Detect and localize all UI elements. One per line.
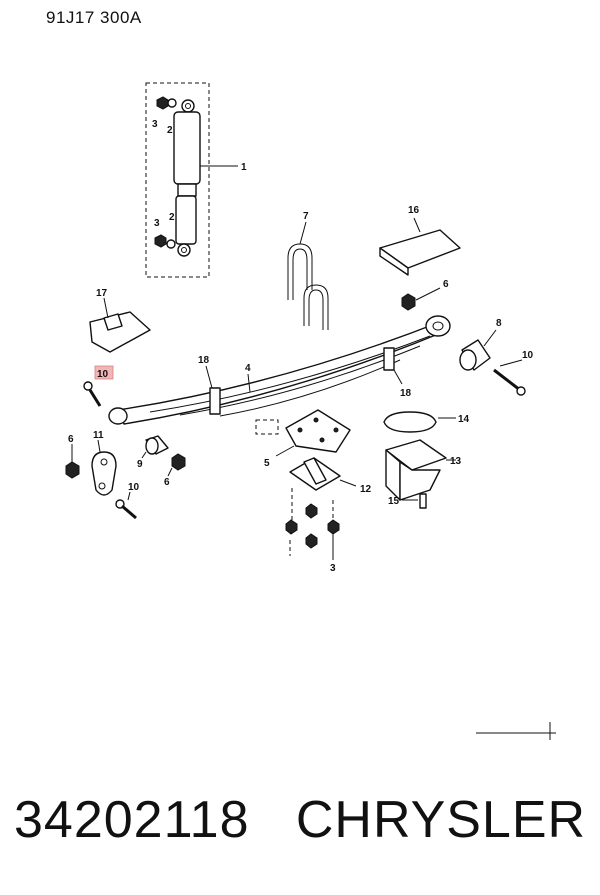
callout-bumper-bracket: 17 bbox=[96, 288, 108, 299]
scale-mark bbox=[476, 722, 556, 740]
bottom-nuts bbox=[285, 488, 340, 560]
spring-clips bbox=[205, 347, 403, 415]
nut-left bbox=[65, 444, 80, 479]
plate bbox=[275, 409, 351, 457]
bolt-left bbox=[83, 381, 102, 407]
bumper-bracket bbox=[89, 297, 151, 353]
shock-lower-hardware bbox=[154, 234, 176, 249]
footer-label: 34202118 CHRYSLER bbox=[14, 790, 586, 850]
callout-clip-left: 18 bbox=[198, 355, 210, 366]
callout-leaf-spring: 4 bbox=[245, 363, 251, 374]
callout-nut-left: 6 bbox=[68, 434, 74, 445]
bracket bbox=[289, 457, 357, 491]
callout-nut-bottom: 3 bbox=[330, 563, 336, 574]
callout-shock-nut: 3 bbox=[152, 119, 158, 130]
callout-bracket: 12 bbox=[360, 484, 372, 495]
callout-clip-right: 18 bbox=[400, 388, 412, 399]
callout-shock-nut-lower: 3 bbox=[154, 218, 160, 229]
callout-bolt-lower: 10 bbox=[128, 482, 140, 493]
bushing-left bbox=[141, 435, 169, 459]
brand-name: CHRYSLER bbox=[295, 791, 587, 849]
bushing-right bbox=[459, 329, 497, 371]
bolt-left-highlight bbox=[94, 365, 114, 380]
bolt-lower bbox=[115, 491, 137, 520]
callout-shackle: 11 bbox=[93, 430, 104, 441]
pad bbox=[383, 411, 456, 433]
callout-pad: 14 bbox=[458, 414, 470, 425]
callout-plate: 5 bbox=[264, 458, 270, 469]
part-number: 34202118 bbox=[14, 791, 250, 849]
callout-shock-washer-lower: 2 bbox=[169, 212, 175, 223]
callout-screw: 15 bbox=[388, 496, 400, 507]
callout-bolt-left: 10 bbox=[97, 369, 109, 380]
u-bolts bbox=[287, 221, 329, 330]
nut-left-lower bbox=[167, 453, 186, 477]
screw bbox=[402, 493, 427, 509]
callout-shock-washer: 2 bbox=[167, 125, 173, 136]
shackle bbox=[91, 439, 117, 496]
spacer-bracket bbox=[379, 217, 461, 276]
callout-spacer-bracket: 16 bbox=[408, 205, 420, 216]
center-bolt-detail bbox=[255, 419, 279, 435]
callout-bolt-right: 10 bbox=[522, 350, 534, 361]
jounce-bumper bbox=[385, 439, 456, 501]
callout-nut-right: 6 bbox=[443, 279, 449, 290]
callout-jounce-bumper: 13 bbox=[450, 456, 462, 467]
nut-right bbox=[401, 287, 441, 311]
drawing-code: 91J17 300A bbox=[46, 8, 142, 27]
leaf-spring bbox=[108, 315, 451, 425]
shock-absorber-group-box bbox=[145, 82, 210, 278]
callout-bushing-left: 9 bbox=[137, 459, 143, 470]
callout-shock-absorber: 1 bbox=[241, 162, 247, 173]
callout-bushing-right: 8 bbox=[496, 318, 502, 329]
callout-u-bolt: 7 bbox=[303, 211, 309, 222]
shock-absorber bbox=[173, 99, 238, 257]
bolt-right bbox=[493, 359, 526, 396]
callout-nut-left-lower: 6 bbox=[164, 477, 170, 488]
shock-upper-hardware bbox=[156, 96, 177, 110]
